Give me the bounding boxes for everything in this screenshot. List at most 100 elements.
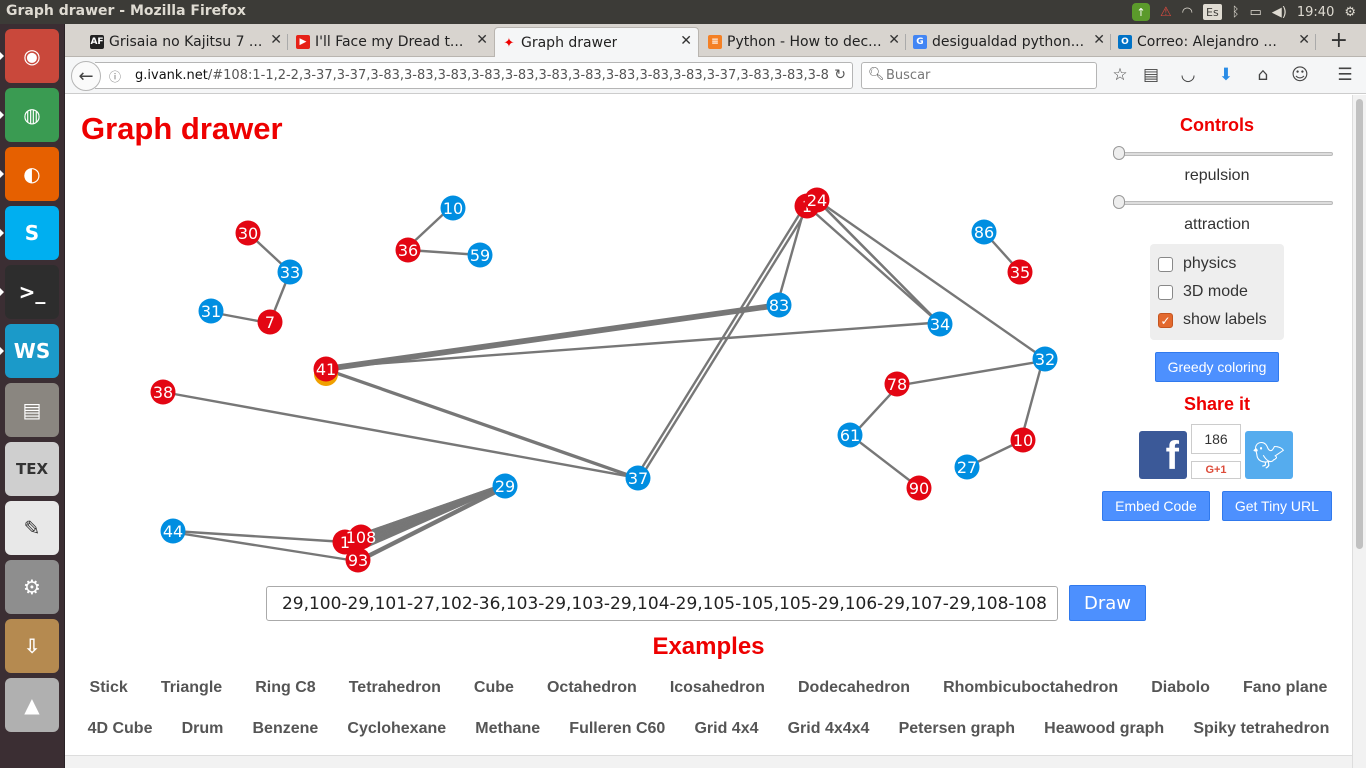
3d-mode-checkbox[interactable] xyxy=(1158,284,1173,300)
software-updater-icon[interactable]: ⇩ xyxy=(5,619,59,673)
updates-icon[interactable]: ↑ xyxy=(1132,3,1150,21)
facebook-share-icon[interactable]: f xyxy=(1139,431,1187,479)
example-link[interactable]: Fulleren C60 xyxy=(569,720,666,737)
graph-node[interactable]: 61 xyxy=(837,422,863,448)
pocket-icon[interactable]: ◡ xyxy=(1180,65,1196,85)
browser-tab[interactable]: ✦Graph drawer✕ xyxy=(494,27,699,57)
tab-close-icon[interactable]: ✕ xyxy=(888,32,900,48)
graph-node-circle[interactable] xyxy=(313,356,339,382)
graph-node-circle[interactable] xyxy=(804,187,830,213)
graph-node[interactable]: 44 xyxy=(160,518,186,544)
graph-node-circle[interactable] xyxy=(1007,259,1033,285)
ubuntu-dash-icon[interactable]: ◉ xyxy=(5,29,59,83)
graph-node-circle[interactable] xyxy=(837,422,863,448)
graph-node-circle[interactable] xyxy=(345,547,371,573)
example-link[interactable]: Heawood graph xyxy=(1044,720,1165,737)
graph-node[interactable]: 7 xyxy=(257,309,283,335)
example-link[interactable]: Grid 4x4x4 xyxy=(787,720,870,737)
pdf-reader-icon[interactable]: ✎ xyxy=(5,501,59,555)
url-bar[interactable]: ⓘ g.ivank.net/#108:1-1,2-2,3-37,3-37,3-8… xyxy=(95,62,853,89)
example-link[interactable]: Icosahedron xyxy=(669,679,765,696)
embed-code-button[interactable]: Embed Code xyxy=(1102,491,1210,521)
graph-node[interactable]: 36 xyxy=(395,237,421,263)
image-viewer-icon[interactable]: ▲ xyxy=(5,678,59,732)
site-info-icon[interactable]: ⓘ xyxy=(109,70,122,84)
tab-close-icon[interactable]: ✕ xyxy=(1298,32,1310,48)
example-link[interactable]: Fano plane xyxy=(1242,679,1328,696)
graph-node[interactable]: 78 xyxy=(884,371,910,397)
graph-node-circle[interactable] xyxy=(150,379,176,405)
bluetooth-icon[interactable]: ᛒ xyxy=(1231,4,1240,20)
graph-node-circle[interactable] xyxy=(625,465,651,491)
graph-node[interactable]: 29 xyxy=(492,473,518,499)
example-link[interactable]: Stick xyxy=(89,679,128,696)
browser-tab[interactable]: ≡Python - How to dec...✕ xyxy=(701,27,906,57)
firefox-icon[interactable]: ◐ xyxy=(5,147,59,201)
example-link[interactable]: Triangle xyxy=(160,679,223,696)
example-link[interactable]: Drum xyxy=(181,720,224,737)
horizontal-scrollbar[interactable] xyxy=(65,755,1352,768)
session-gear-icon[interactable]: ⚙ xyxy=(1344,4,1356,20)
graph-node[interactable]: 24 xyxy=(804,187,830,213)
graph-canvas[interactable]: 3033317103659124833486353241387861102790… xyxy=(65,95,1095,585)
back-button[interactable]: ← xyxy=(71,61,101,91)
graph-node[interactable]: 31 xyxy=(198,298,224,324)
tab-close-icon[interactable]: ✕ xyxy=(1093,32,1105,48)
example-link[interactable]: Diabolo xyxy=(1151,679,1210,696)
attraction-slider-thumb[interactable] xyxy=(1113,195,1125,209)
graph-node-circle[interactable] xyxy=(467,242,493,268)
graph-node-circle[interactable] xyxy=(927,311,953,337)
reload-icon[interactable]: ↻ xyxy=(828,67,846,83)
clock[interactable]: 19:40 xyxy=(1296,4,1335,20)
new-tab-button[interactable]: + xyxy=(1329,28,1348,53)
example-link[interactable]: Dodecahedron xyxy=(798,679,911,696)
physics-checkbox[interactable] xyxy=(1158,256,1173,272)
graph-node[interactable]: 93 xyxy=(345,547,371,573)
graph-node[interactable]: 37 xyxy=(625,465,651,491)
terminal-icon[interactable]: >_ xyxy=(5,265,59,319)
example-link[interactable]: Spiky tetrahedron xyxy=(1193,720,1330,737)
skype-icon[interactable]: S xyxy=(5,206,59,260)
graph-node-circle[interactable] xyxy=(906,475,932,501)
graph-node-circle[interactable] xyxy=(884,371,910,397)
keyboard-layout-indicator[interactable]: Es xyxy=(1203,4,1222,20)
graph-node[interactable]: 27 xyxy=(954,454,980,480)
graph-node[interactable]: 10 xyxy=(440,195,466,221)
twitter-share-icon[interactable]: 🐦︎ xyxy=(1245,431,1293,479)
physics-option[interactable]: physics xyxy=(1154,250,1280,278)
browser-tab[interactable]: ▶I'll Face my Dread t...✕ xyxy=(289,27,494,57)
greedy-coloring-button[interactable]: Greedy coloring xyxy=(1154,352,1280,382)
system-settings-icon[interactable]: ⚙ xyxy=(5,560,59,614)
example-link[interactable]: Grid 4x4 xyxy=(694,720,759,737)
graph-node[interactable]: 10 xyxy=(1010,427,1036,453)
file-manager-icon[interactable]: ▤ xyxy=(5,383,59,437)
repulsion-slider[interactable] xyxy=(1113,144,1333,164)
graph-node-circle[interactable] xyxy=(971,219,997,245)
warning-icon[interactable]: ⚠ xyxy=(1160,4,1172,20)
tab-close-icon[interactable]: ✕ xyxy=(270,32,282,48)
3d-mode-option[interactable]: 3D mode xyxy=(1154,278,1280,306)
graph-node[interactable]: 86 xyxy=(971,219,997,245)
graph-node-circle[interactable] xyxy=(198,298,224,324)
downloads-icon[interactable]: ⬇ xyxy=(1218,65,1234,85)
volume-icon[interactable]: ◀) xyxy=(1271,4,1287,20)
edge-list-input[interactable]: 29,100-29,101-27,102-36,103-29,103-29,10… xyxy=(266,586,1058,621)
example-link[interactable]: Benzene xyxy=(252,720,319,737)
graph-node-circle[interactable] xyxy=(257,309,283,335)
graph-node[interactable]: 59 xyxy=(467,242,493,268)
bookmark-star-icon[interactable]: ☆ xyxy=(1112,65,1128,85)
repulsion-slider-thumb[interactable] xyxy=(1113,146,1125,160)
wifi-icon[interactable]: ◠ xyxy=(1181,4,1193,20)
graph-node[interactable]: 38 xyxy=(150,379,176,405)
home-icon[interactable]: ⌂ xyxy=(1257,65,1269,85)
show-labels-checkbox[interactable]: ✓ xyxy=(1158,312,1173,328)
menu-hamburger-icon[interactable]: ☰ xyxy=(1337,65,1353,85)
webstorm-icon[interactable]: WS xyxy=(5,324,59,378)
texmaker-icon[interactable]: TEX xyxy=(5,442,59,496)
battery-icon[interactable]: ▭ xyxy=(1249,4,1262,20)
example-link[interactable]: Rhombicuboctahedron xyxy=(943,679,1119,696)
draw-button[interactable]: Draw xyxy=(1069,585,1146,621)
